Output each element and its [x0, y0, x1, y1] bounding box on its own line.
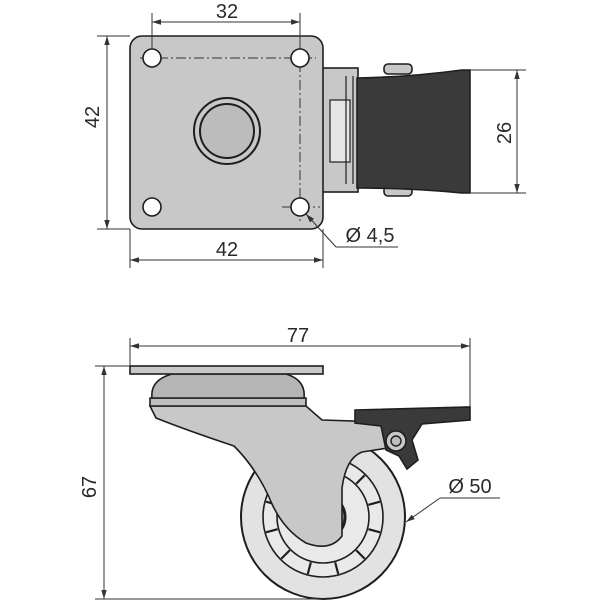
mount-hole — [290, 48, 310, 68]
side-view: 77 67 Ø 50 — [79, 325, 500, 600]
dimension-hole-diameter: Ø 4,5 — [305, 213, 398, 248]
wheel-spoke — [306, 562, 312, 575]
wheel-spoke — [265, 528, 278, 534]
dimension-hole-spacing: 32 — [151, 1, 301, 48]
dim-hole-diameter-label: Ø 4,5 — [346, 225, 395, 247]
wheel-spoke — [280, 549, 291, 560]
fork-body — [148, 405, 389, 548]
dim-hole-spacing-label: 32 — [216, 1, 238, 23]
wheel-spoke — [355, 549, 366, 560]
top-view-wheel-block — [356, 63, 471, 197]
swivel-dome — [151, 373, 305, 399]
mount-hole — [142, 197, 162, 217]
top-view: 32 42 42 26 Ø 4,5 — [82, 1, 526, 268]
wheel-spoke — [334, 562, 340, 575]
mount-hole — [290, 197, 310, 217]
side-plate — [129, 365, 324, 375]
center-boss-inner — [199, 103, 255, 159]
dimension-overall-height: 67 — [79, 365, 323, 600]
top-view-bracket — [321, 67, 359, 193]
dimension-plate-width: 42 — [129, 229, 324, 268]
dim-overall-height-label: 67 — [79, 476, 101, 498]
brake-pivot-pin — [390, 435, 402, 447]
dimension-wheel-diameter: Ø 50 — [405, 476, 500, 523]
mount-hole — [142, 48, 162, 68]
dim-wheel-diameter-label: Ø 50 — [448, 476, 491, 498]
dimension-wheel-width: 26 — [470, 69, 526, 194]
dimension-overall-length: 77 — [129, 325, 471, 407]
dimension-plate-height: 42 — [82, 35, 130, 230]
swivel-raceway — [149, 397, 307, 407]
wheel-spoke — [368, 500, 381, 506]
dim-plate-width-label: 42 — [216, 239, 238, 261]
dim-overall-length-label: 77 — [287, 325, 309, 347]
dim-plate-height-label: 42 — [82, 106, 104, 128]
wheel-spoke — [355, 474, 366, 485]
brake-pedal — [354, 406, 471, 471]
wheel-spoke — [368, 528, 381, 534]
dim-wheel-width-label: 26 — [494, 122, 516, 144]
